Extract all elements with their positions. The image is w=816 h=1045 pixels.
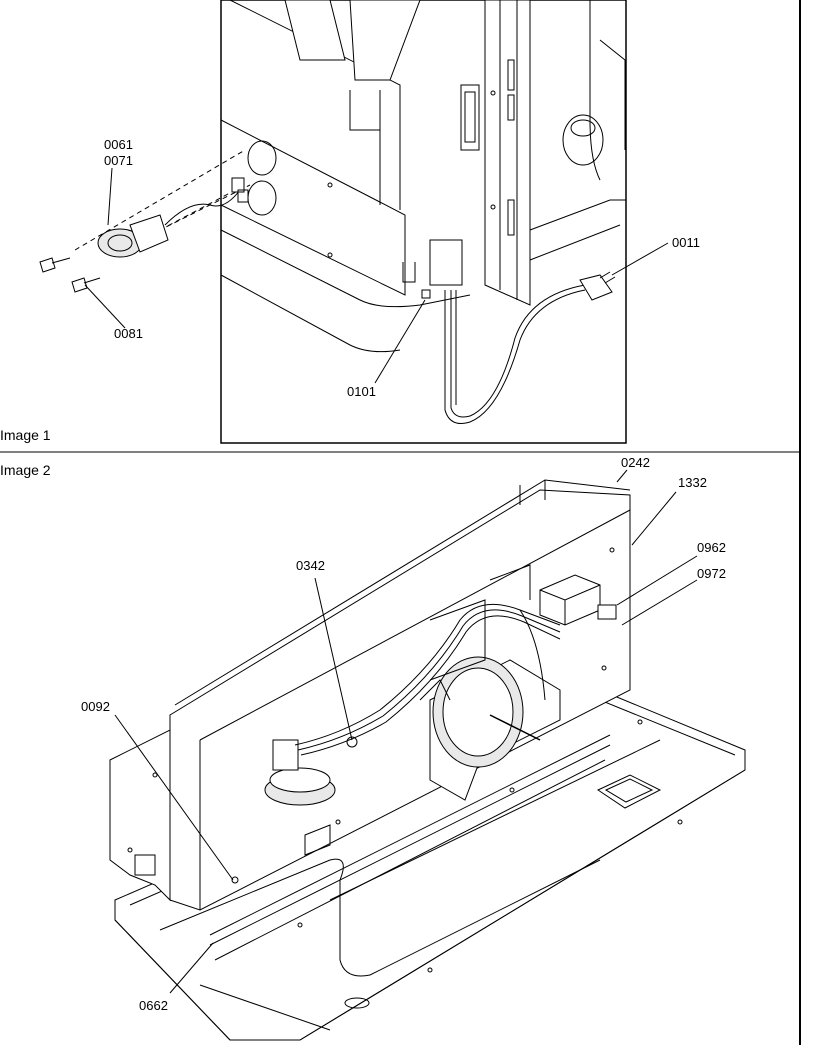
image1-inset-view <box>220 0 627 444</box>
callout-0101: 0101 <box>347 384 376 399</box>
image2-leader-lines <box>114 469 698 994</box>
image2-caption: Image 2 <box>0 462 51 478</box>
callout-0962: 0962 <box>697 540 726 555</box>
callout-0662: 0662 <box>139 998 168 1013</box>
callout-0092: 0092 <box>81 699 110 714</box>
image1-caption: Image 1 <box>0 427 51 443</box>
callout-0081: 0081 <box>114 326 143 341</box>
image1-leader-lines <box>84 167 669 384</box>
callout-0972: 0972 <box>697 566 726 581</box>
callout-0011: 0011 <box>672 235 700 250</box>
callout-0242: 0242 <box>621 455 650 470</box>
callout-0061: 0061 <box>104 137 133 152</box>
callout-0342: 0342 <box>296 558 325 573</box>
callout-0071: 0071 <box>104 153 133 168</box>
callout-1332: 1332 <box>678 475 707 490</box>
image1-exploded-part <box>39 149 251 293</box>
image2-main-view <box>109 479 746 1041</box>
